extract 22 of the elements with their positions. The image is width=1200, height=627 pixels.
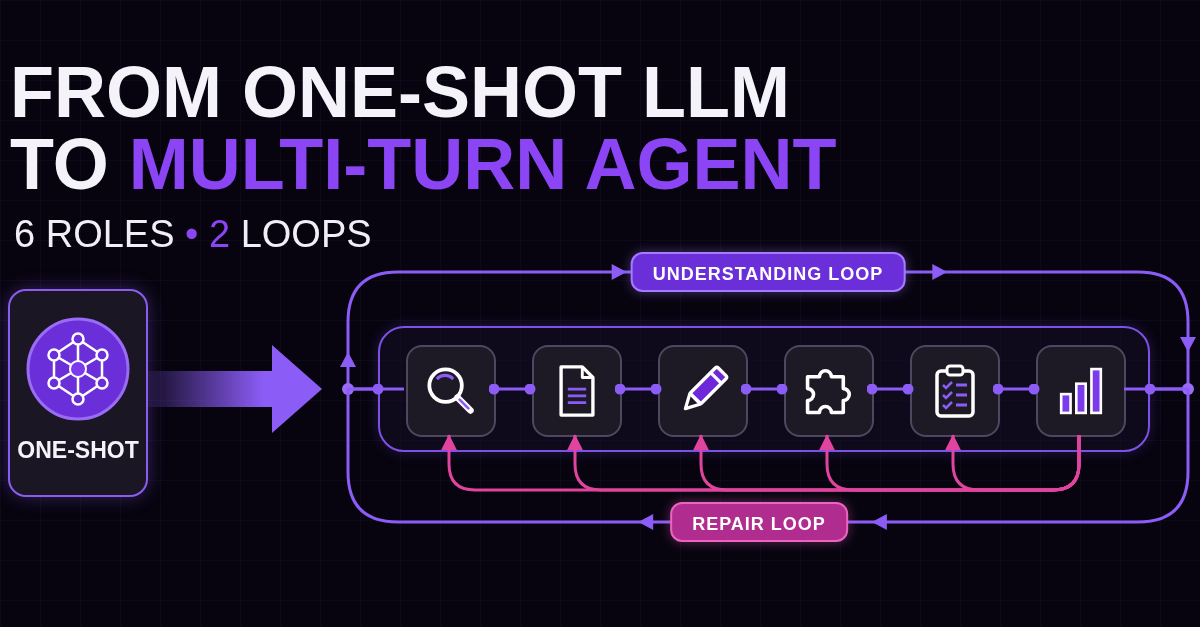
connector-line: [614, 383, 662, 395]
icon-tile: [910, 345, 1000, 437]
connector-line: [372, 383, 404, 395]
icon-tile: [406, 345, 496, 437]
model-card: [8, 289, 148, 497]
connector-line: [1124, 383, 1156, 395]
icon-tile: [784, 345, 874, 437]
loop-label: REPAIR LOOP: [670, 502, 848, 542]
icon-tile: [1036, 345, 1126, 437]
loop-label: UNDERSTANDING LOOP: [630, 252, 906, 292]
connector-line: [992, 383, 1040, 395]
subtitle: 6 ROLES • 2 LOOPS: [14, 212, 372, 256]
connector-line: [866, 383, 914, 395]
title: FROM ONE-SHOT LLM TO MULTI-TURN AGENT: [10, 56, 837, 200]
icon-tile: [658, 345, 748, 437]
repair-arrow: [945, 434, 1081, 492]
connector-line: [740, 383, 788, 395]
block-arrow: [148, 345, 322, 433]
icon-tile: [532, 345, 622, 437]
pipeline-panel: [378, 326, 1150, 452]
connector-line: [488, 383, 536, 395]
card-label: ONE-SHOT: [17, 437, 139, 463]
